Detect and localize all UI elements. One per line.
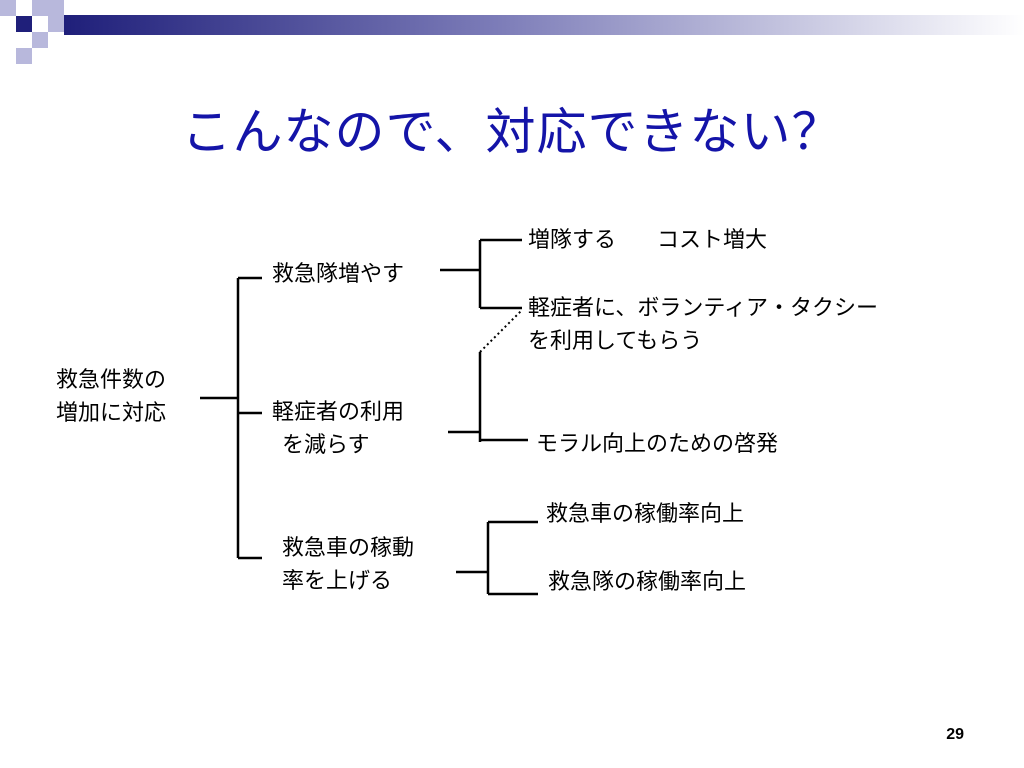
header-decoration [0, 0, 1024, 64]
node-b1-1: 増隊する コスト増大 [528, 224, 767, 257]
node-b1-1-label: 増隊する [528, 228, 617, 253]
deco-square [48, 16, 64, 32]
node-b3: 救急車の稼動 率を上げる [282, 532, 414, 598]
deco-square [48, 0, 64, 16]
page-number: 29 [946, 726, 964, 743]
node-root: 救急件数の 増加に対応 [56, 364, 166, 430]
node-b3-line1: 救急車の稼動 [282, 536, 415, 561]
node-b3-1: 救急車の稼働率向上 [546, 502, 745, 527]
node-b2: 軽症者の利用 を減らす [272, 396, 404, 462]
node-b1-2-line2: を利用してもらう [528, 329, 703, 354]
slide-title: こんなので、対応できない？ [181, 103, 843, 161]
deco-square [32, 0, 48, 16]
node-b2-1: モラル向上のための啓発 [536, 432, 779, 457]
header-gradient-bar [64, 15, 1024, 35]
node-b2-line2: を減らす [282, 433, 370, 458]
deco-square [0, 0, 16, 16]
node-b1-1-note: コスト増大 [657, 228, 768, 253]
node-b1-2-line1: 軽症者に、ボランティア・タクシー [528, 296, 879, 321]
node-b3-2: 救急隊の稼働率向上 [548, 570, 747, 595]
deco-square [16, 48, 32, 64]
connector-dotted-link [479, 309, 523, 353]
node-root-line1: 救急件数の [56, 368, 167, 393]
deco-square [32, 32, 48, 48]
node-b1: 救急隊増やす [272, 262, 405, 287]
node-b2-line1: 軽症者の利用 [272, 400, 405, 425]
node-b1-2: 軽症者に、ボランティア・タクシー を利用してもらう [528, 292, 878, 358]
node-b3-line2: 率を上げる [282, 569, 393, 594]
deco-square [16, 16, 32, 32]
node-root-line2: 増加に対応 [56, 401, 167, 426]
